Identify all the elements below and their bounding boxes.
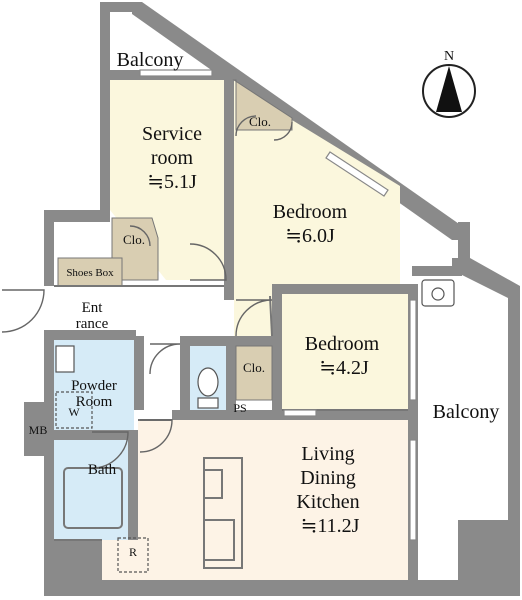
ldk-size: ≒11.2J — [301, 515, 360, 537]
closet-top-label: Clo. — [249, 114, 271, 129]
toilet-icon — [197, 367, 219, 397]
ldk-label-2: Dining — [300, 467, 356, 489]
mb-label: MB — [29, 423, 48, 437]
bedroom2-size: ≒4.2J — [319, 357, 369, 379]
bottom-wall — [44, 580, 458, 596]
powder-label-1: Powder — [71, 378, 117, 394]
bedroom2-top — [280, 284, 418, 294]
balcony-inner-top — [412, 266, 462, 276]
bottom-right-block — [458, 520, 520, 596]
service-room-label-2: room — [151, 147, 194, 169]
entrance-label-2: rance — [76, 316, 109, 332]
ldk-floor — [102, 420, 408, 580]
hall-wall-v — [134, 336, 144, 410]
ldk-label-1: Living — [301, 443, 354, 465]
left-wall-wet — [44, 334, 54, 402]
compass-arrow-icon — [436, 66, 462, 112]
bedroom2-floor — [282, 294, 408, 410]
fridge-box — [117, 537, 149, 573]
bedroom1-size: ≒6.0J — [285, 225, 335, 247]
bath-label: Bath — [88, 462, 117, 478]
compass: N — [422, 49, 476, 118]
entrance-label-1: Ent — [82, 300, 104, 316]
bedroom1-label: Bedroom — [273, 201, 348, 223]
service-room-size: ≒5.1J — [147, 171, 197, 193]
ldk-label-3: Kitchen — [296, 491, 359, 513]
bath-floor — [54, 440, 128, 540]
fixtures — [55, 279, 455, 409]
bedroom2-label: Bedroom — [305, 333, 380, 355]
appliance-boxes — [55, 391, 149, 573]
closet-service-label: Clo. — [123, 232, 145, 247]
balcony-right-label: Balcony — [433, 401, 500, 423]
compass-label: N — [444, 49, 454, 64]
washer-label: W — [68, 405, 80, 419]
windows — [139, 69, 417, 541]
shoes-box-label: Shoes Box — [66, 267, 114, 279]
sink-icon — [55, 345, 75, 373]
wc-top — [180, 336, 282, 346]
right-column-2 — [452, 258, 520, 304]
left-upper-wall — [100, 2, 110, 210]
wc-right — [226, 340, 236, 412]
washer-box — [55, 391, 93, 429]
bath-right — [128, 430, 138, 540]
closet-bedroom2 — [235, 345, 273, 401]
powder-label-2: Room — [76, 394, 113, 410]
doors — [1, 115, 293, 469]
shoes-box — [57, 257, 123, 287]
left-wall-lower — [44, 210, 54, 286]
ps-label: PS — [233, 401, 246, 415]
service-room-right — [224, 70, 234, 300]
closet-bedroom2-label: Clo. — [243, 360, 265, 375]
entrance-bottom — [44, 330, 136, 340]
fridge-label: R — [129, 545, 137, 559]
service-room-label-1: Service — [142, 123, 202, 145]
bedroom2-left — [272, 284, 282, 412]
mb-box — [24, 402, 54, 456]
right-wall — [508, 296, 520, 530]
left-wall-mid — [44, 210, 110, 222]
balcony-top-label: Balcony — [117, 49, 184, 71]
wc-left — [180, 340, 190, 412]
bedroom1-floor — [234, 80, 400, 336]
bottom-left-block — [44, 540, 102, 596]
